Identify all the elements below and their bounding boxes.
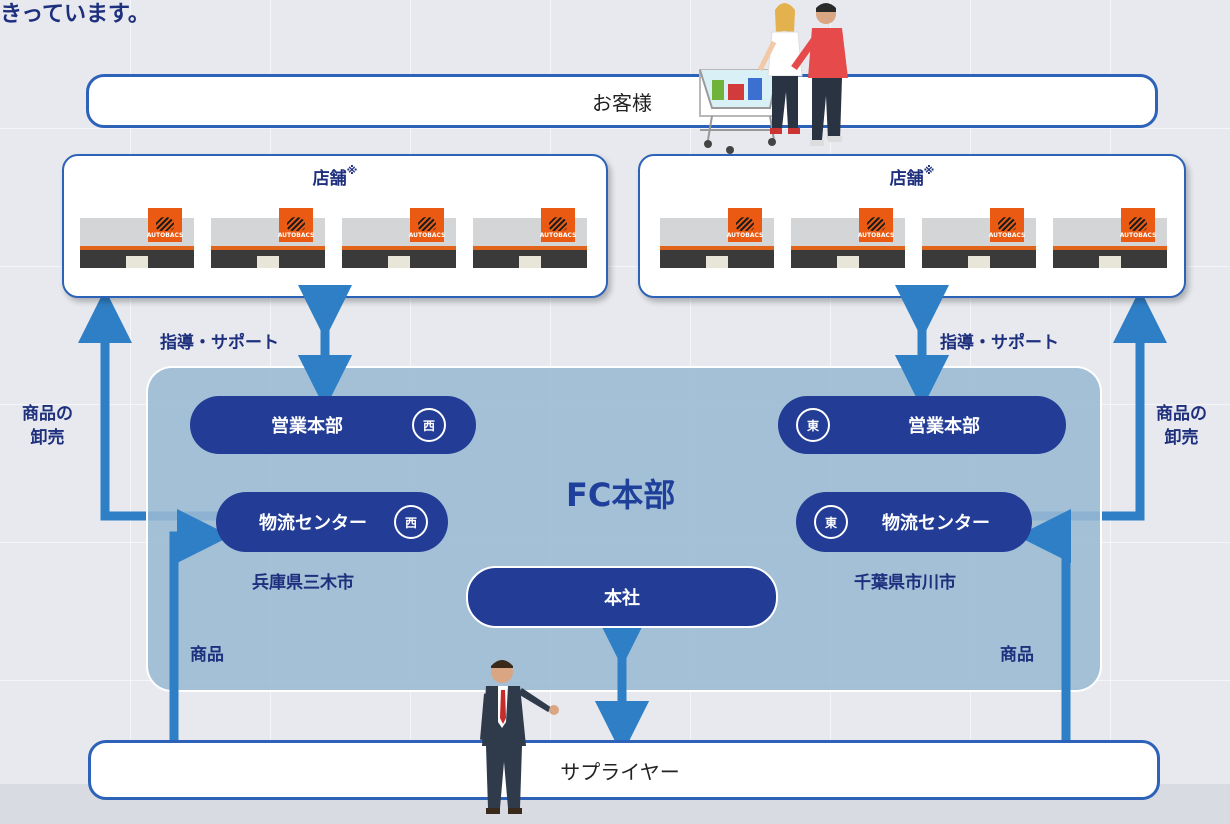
- location-east: 千葉県市川市: [854, 573, 956, 593]
- autobacs-logo: AUTOBACS: [989, 208, 1025, 242]
- east-badge: 東: [796, 408, 830, 442]
- location-west: 兵庫県三木市: [252, 573, 354, 593]
- sales-hq-west: 営業本部 西: [190, 396, 476, 454]
- autobacs-store: AUTOBACS: [80, 208, 194, 268]
- logistics-center-east: 東 物流センター: [796, 492, 1032, 552]
- autobacs-store: AUTOBACS: [473, 208, 587, 268]
- autobacs-store: AUTOBACS: [660, 208, 774, 268]
- fc-title: FC本部: [566, 476, 676, 514]
- autobacs-logo: AUTOBACS: [409, 208, 445, 242]
- page-heading: きっています。: [0, 2, 150, 27]
- west-badge: 西: [412, 408, 446, 442]
- sales-hq-east-label: 営業本部: [908, 416, 980, 437]
- store-box-east: 店舗※ AUTOBACS AUTOBACS AUTOBACS AUTOBACS: [638, 154, 1186, 298]
- logistics-west-label: 物流センター: [259, 513, 367, 534]
- autobacs-store: AUTOBACS: [791, 208, 905, 268]
- store-title: 店舗※: [889, 164, 935, 189]
- autobacs-logo: AUTOBACS: [540, 208, 576, 242]
- man-shopper: [791, 3, 848, 146]
- supplier-bar: サプライヤー: [88, 740, 1160, 800]
- store-title: 店舗※: [312, 164, 358, 189]
- customers-bar: お客様: [86, 74, 1158, 128]
- head-office-label: 本社: [604, 588, 640, 609]
- store-box-west: 店舗※ AUTOBACS AUTOBACS AUTOBACS AUTOBACS: [62, 154, 608, 298]
- autobacs-logo: AUTOBACS: [278, 208, 314, 242]
- goods-label-west: 商品: [190, 645, 224, 665]
- support-label-east: 指導・サポート: [940, 333, 1059, 353]
- east-badge: 東: [814, 505, 848, 539]
- west-badge: 西: [394, 505, 428, 539]
- wholesale-label-east: 商品の 卸売: [1156, 404, 1207, 448]
- autobacs-logo: AUTOBACS: [1120, 208, 1156, 242]
- autobacs-logo: AUTOBACS: [727, 208, 763, 242]
- autobacs-store: AUTOBACS: [922, 208, 1036, 268]
- autobacs-store: AUTOBACS: [211, 208, 325, 268]
- head-office: 本社: [466, 566, 778, 628]
- logistics-east-label: 物流センター: [882, 513, 990, 534]
- wholesale-label-west: 商品の 卸売: [22, 404, 73, 448]
- autobacs-store: AUTOBACS: [1053, 208, 1167, 268]
- logistics-center-west: 物流センター 西: [216, 492, 448, 552]
- customers-label: お客様: [592, 90, 652, 115]
- businessman: [480, 660, 559, 814]
- supplier-label: サプライヤー: [560, 759, 680, 784]
- autobacs-logo: AUTOBACS: [858, 208, 894, 242]
- woman-shopper: [757, 3, 803, 134]
- sales-hq-west-label: 営業本部: [271, 416, 343, 437]
- autobacs-store: AUTOBACS: [342, 208, 456, 268]
- goods-label-east: 商品: [1000, 645, 1034, 665]
- sales-hq-east: 東 営業本部: [778, 396, 1066, 454]
- support-label-west: 指導・サポート: [160, 333, 279, 353]
- autobacs-logo: AUTOBACS: [147, 208, 183, 242]
